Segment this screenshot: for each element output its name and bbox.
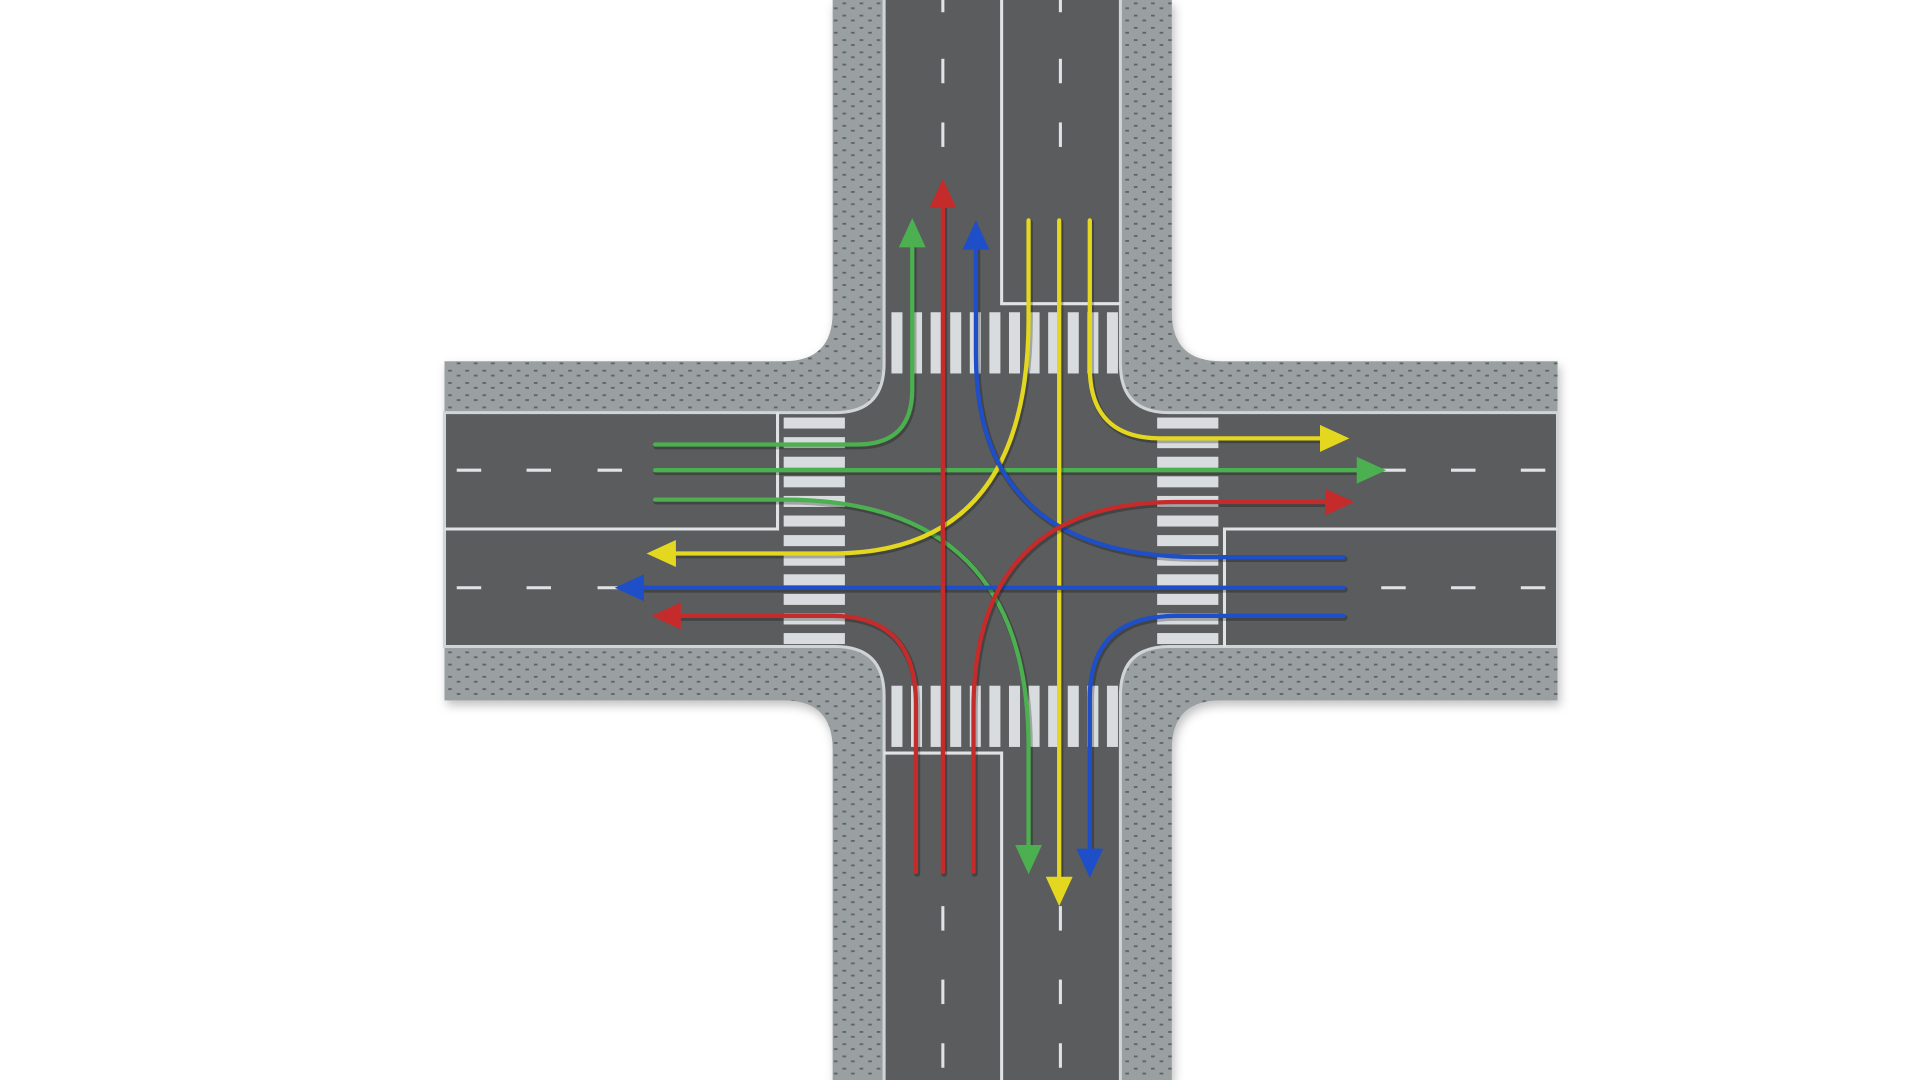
- crosswalk-stripe-west: [783, 476, 845, 488]
- crosswalk-stripe-north: [930, 312, 942, 374]
- crosswalk-stripe-west: [783, 633, 845, 645]
- crosswalk-stripe-north: [911, 312, 923, 374]
- crosswalk-stripe-east: [1157, 574, 1219, 586]
- crosswalk-stripe-south: [1048, 685, 1060, 747]
- crosswalk-stripe-east: [1157, 437, 1219, 449]
- center-line-east: [1222, 527, 1558, 647]
- crosswalk-stripe-south: [1067, 685, 1079, 747]
- crosswalk-stripe-east: [1157, 535, 1219, 547]
- route-east-right: [1076, 613, 1346, 878]
- crosswalk-stripe-west: [783, 593, 845, 605]
- crosswalk-stripe-north: [950, 312, 962, 374]
- crosswalk-stripe-west: [783, 515, 845, 527]
- crosswalk-stripe-south: [891, 685, 903, 747]
- crosswalk-stripe-south: [1087, 685, 1099, 747]
- crosswalk-stripe-west: [783, 417, 845, 429]
- crosswalk-stripe-north: [1028, 312, 1040, 374]
- crosswalk-stripe-east: [1157, 554, 1219, 566]
- crosswalk-stripe-south: [950, 685, 962, 747]
- traffic-movements: [614, 178, 1387, 907]
- crosswalk-stripe-north: [1008, 312, 1020, 374]
- crosswalk-stripe-west: [783, 613, 845, 625]
- crosswalk-stripe-north: [1106, 312, 1118, 374]
- crosswalk-stripe-north: [989, 312, 1001, 374]
- route-south-left: [651, 602, 919, 874]
- road-markings: [444, 0, 1558, 1080]
- crosswalk-stripe-east: [1157, 456, 1219, 468]
- crosswalk-stripe-west: [783, 456, 845, 468]
- center-line-south: [884, 751, 1004, 1080]
- route-east-left: [962, 220, 1346, 560]
- crosswalk-stripe-east: [1157, 515, 1219, 527]
- route-south-right: [971, 488, 1355, 874]
- crosswalk-stripe-south: [1106, 685, 1118, 747]
- route-north-right: [646, 218, 1031, 567]
- asphalt-road: [442, 0, 1560, 1080]
- route-west-left: [652, 217, 926, 447]
- crosswalk-stripe-south: [1028, 685, 1040, 747]
- crosswalk-stripe-east: [1157, 476, 1219, 488]
- crosswalk-stripe-west: [783, 554, 845, 566]
- crosswalk-stripe-north: [1048, 312, 1060, 374]
- center-line-west: [444, 412, 780, 531]
- crosswalk-stripe-south: [930, 685, 942, 747]
- crosswalk-stripe-west: [783, 574, 845, 586]
- crosswalk-stripe-east: [1157, 633, 1219, 645]
- crosswalk-stripe-east: [1157, 613, 1219, 625]
- crosswalk-stripe-west: [783, 535, 845, 547]
- crosswalk-stripe-south: [1008, 685, 1020, 747]
- crosswalk-stripe-east: [1157, 417, 1219, 429]
- route-west-right: [652, 497, 1043, 875]
- crosswalk-stripe-east: [1157, 593, 1219, 605]
- crosswalk-stripe-north: [1067, 312, 1079, 374]
- crosswalk-stripe-north: [891, 312, 903, 374]
- crosswalk-stripe-north: [1087, 312, 1099, 374]
- route-north-left: [1087, 218, 1350, 452]
- crosswalk-stripe-south: [989, 685, 1001, 747]
- center-line-north: [1000, 0, 1121, 306]
